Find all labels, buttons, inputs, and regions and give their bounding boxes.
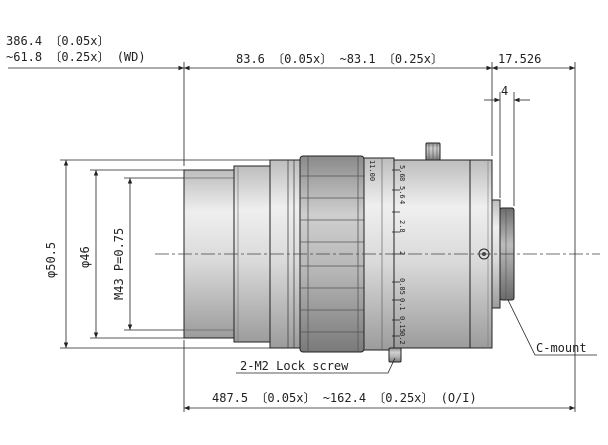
magnification-mark-1: 0.1: [398, 298, 406, 311]
wd-label-line2: ~61.8 〔0.25x〕 (WD): [6, 50, 146, 64]
flange-back-label: 17.526: [498, 52, 542, 66]
lock-screw-bottom: [388, 347, 402, 363]
scale-ticks: [392, 169, 404, 337]
outer-diameter-label: φ50.5: [44, 241, 58, 278]
magnification-mark-0: 0.05: [398, 278, 406, 295]
aperture-mark-3: 4: [398, 200, 406, 205]
lock-screw-callout: 2-M2 Lock screw: [240, 359, 349, 373]
mount-depth-label: 4: [501, 84, 509, 98]
focus-ring: [299, 155, 365, 353]
inner-diameter-label: φ46: [78, 246, 92, 268]
c-mount-callout: C-mount: [536, 341, 587, 355]
total-oi-label: 487.5 〔0.05x〕 ~162.4 〔0.25x〕 (O/I): [212, 391, 477, 405]
wd-label-line1: 386.4 〔0.05x〕: [6, 34, 110, 48]
filter-thread-label: M43 P=0.75: [112, 227, 126, 300]
lens-body: [183, 142, 515, 363]
magnification-mark-3: 0.2: [398, 332, 406, 345]
aperture-mark-5: 2: [398, 251, 406, 256]
aperture-mark-2: 5.6: [398, 186, 406, 199]
front-length-label: 83.6 〔0.05x〕 ~83.1 〔0.25x〕: [236, 52, 443, 66]
aperture-mark-4: 2.8: [398, 220, 406, 233]
magnification-mark-2: 0.15: [398, 316, 406, 333]
dimension-lines: [8, 62, 597, 412]
infinity-mark: 11.00: [368, 160, 376, 182]
aperture-mark-0: 5.6: [398, 165, 406, 178]
aperture-mark-1: 8: [398, 177, 406, 182]
